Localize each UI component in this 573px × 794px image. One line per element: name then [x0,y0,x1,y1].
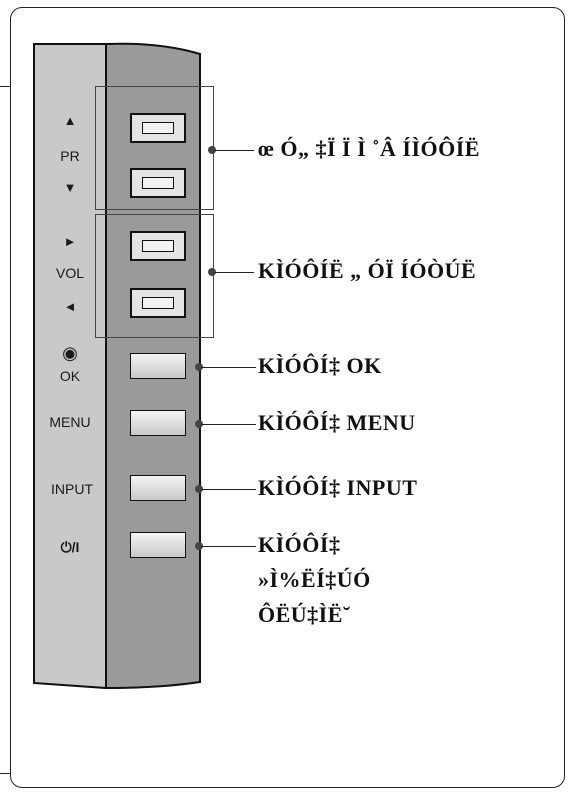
ok-button[interactable] [130,353,186,379]
power-button-callout-line3: ÔËÚ‡ÌË˘ [258,602,351,627]
vol-up-arrow-icon: ► [63,234,77,249]
pr-leader-dot [208,146,216,154]
input-leader-dot [195,485,203,493]
power-button[interactable] [130,532,186,558]
input-button-callout: KÌÓÔÍ‡ INPUT [258,475,418,500]
side-tick-top [0,86,11,87]
vol-down-arrow-icon: ◄ [63,299,77,314]
power-button-callout-line2: »Ì%ËÍ‡ÚÓ [258,567,371,592]
vol-down-button[interactable] [130,288,186,318]
vol-leader-dot [208,268,216,276]
pr-label: PR [60,148,80,164]
input-label: INPUT [51,481,93,497]
menu-button[interactable] [130,410,186,436]
pr-leader-line [214,150,254,151]
pr-up-button[interactable] [130,113,186,143]
page-frame [10,7,565,788]
input-button[interactable] [130,475,186,501]
vol-group-callout: KÌÓÔÍË „ ÓÏ ÍÓÒÚË [258,258,477,283]
ok-leader-dot [195,363,203,371]
ok-symbol-icon: ◉ [62,343,78,363]
vol-leader-line [214,272,254,273]
power-button-callout-line1: KÌÓÔÍ‡ [258,532,341,557]
side-tick-bottom [0,773,11,774]
ok-button-callout: KÌÓÔÍ‡ OK [258,353,382,378]
menu-button-callout: KÌÓÔÍ‡ MENU [258,410,416,435]
menu-leader-dot [195,420,203,428]
pr-down-arrow-icon: ▼ [63,180,77,195]
ok-label: OK [59,368,81,384]
pr-group-callout: œ Ó„ ‡Ï Ï Ì ˚Â ÍÌÓÔÍË [258,136,480,161]
menu-label: MENU [49,414,91,430]
input-leader-line [201,489,256,490]
vol-group-box [95,214,214,338]
pr-down-button[interactable] [130,168,186,198]
pr-up-arrow-icon: ▲ [63,113,77,128]
power-leader-line [201,546,256,547]
ok-leader-line [201,367,256,368]
vol-label: VOL [55,265,84,281]
menu-leader-line [201,424,256,425]
power-leader-dot [195,542,203,550]
vol-up-button[interactable] [130,231,186,261]
power-label: ⏻/I [60,539,80,555]
